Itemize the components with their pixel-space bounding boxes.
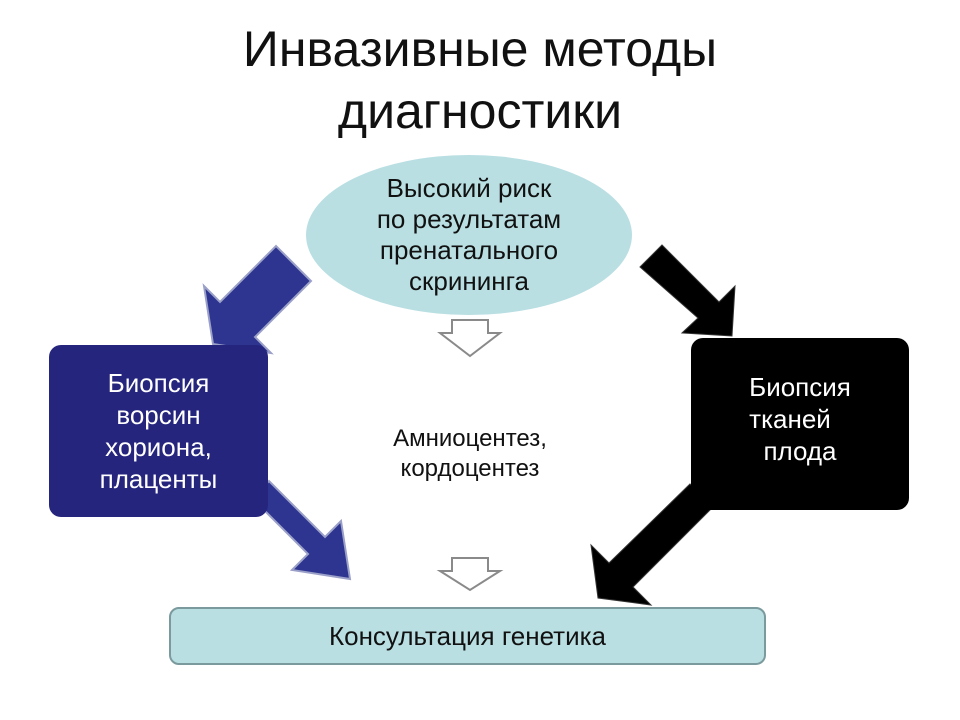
arrow-down-upper: [437, 319, 503, 358]
left-line-2: ворсин: [116, 400, 201, 430]
risk-line-1: Высокий риск: [386, 173, 552, 203]
risk-line-3: пренатального: [379, 235, 559, 265]
title-line-1: Инвазивные методы: [242, 21, 718, 77]
chorionic-biopsy-text: Биопсия ворсин хориона, плаценты: [100, 367, 218, 495]
middle-line-2: кордоцентез: [400, 455, 540, 482]
right-line-3: плода: [763, 436, 837, 466]
chorionic-biopsy-box: Биопсия ворсин хориона, плаценты: [49, 345, 268, 517]
arrow-left-box-to-consult: [246, 479, 352, 581]
middle-line-1: Амниоцентез,: [393, 425, 547, 452]
right-line-1: Биопсия: [749, 372, 851, 402]
left-line-4: плаценты: [99, 464, 218, 494]
risk-ellipse: Высокий риск по результатам пренатальног…: [306, 155, 632, 315]
fetal-tissue-biopsy-text: Биопсия тканей плода: [749, 371, 851, 467]
arrow-risk-to-right-box: [639, 244, 736, 337]
risk-line-4: скрининга: [409, 266, 529, 296]
left-line-1: Биопсия: [107, 368, 210, 398]
arrow-risk-to-left-box: [202, 244, 313, 355]
right-line-2: тканей: [749, 404, 831, 434]
risk-ellipse-text: Высокий риск по результатам пренатальног…: [377, 173, 561, 297]
genetic-consultation-label: Консультация генетика: [328, 620, 607, 651]
page-title: Инвазивные методы диагностики: [0, 18, 960, 142]
amniocentesis-text: Амниоцентез, кордоцентез: [330, 424, 610, 484]
left-line-3: хориона,: [105, 432, 212, 462]
arrow-right-box-to-consult: [590, 483, 714, 606]
risk-line-2: по результатам: [376, 204, 562, 234]
fetal-tissue-biopsy-box: Биопсия тканей плода: [691, 338, 909, 510]
title-line-2: диагностики: [337, 83, 623, 139]
arrow-down-lower: [436, 557, 504, 592]
genetic-consultation-box: Консультация генетика: [169, 607, 766, 665]
